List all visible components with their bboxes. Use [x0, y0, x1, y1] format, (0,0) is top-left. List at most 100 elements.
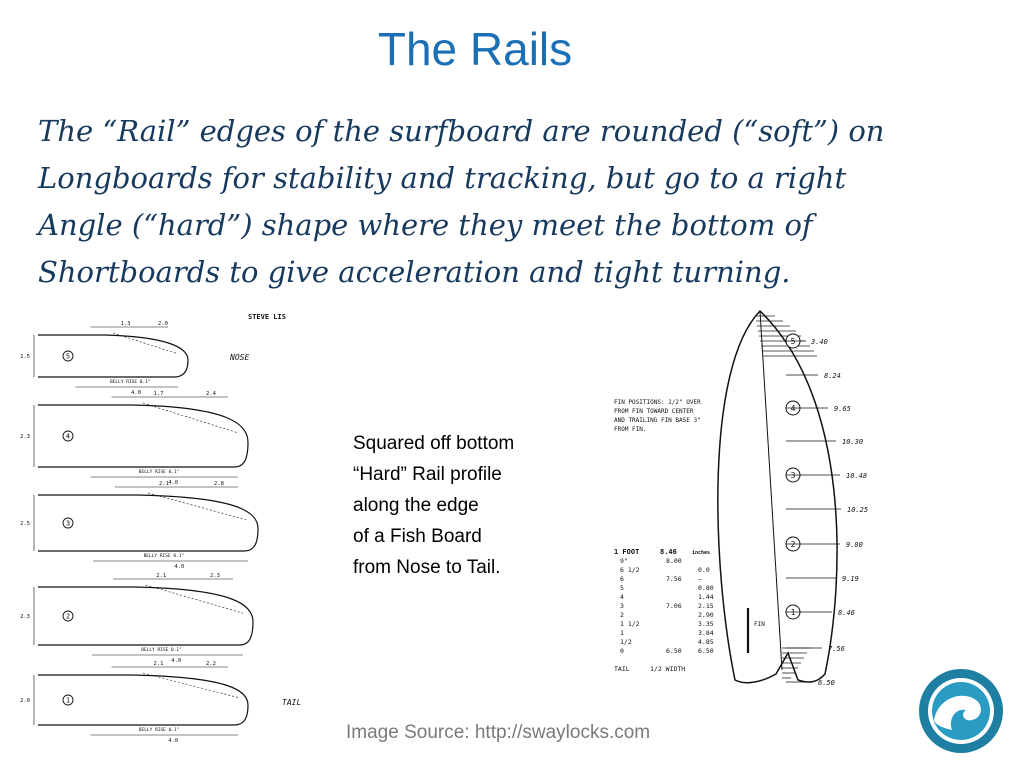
height-dim: 2.3	[20, 434, 30, 440]
rail-guide-line	[142, 402, 239, 434]
wave-logo	[919, 669, 1003, 753]
offset-table-cell: 4.85	[698, 638, 714, 646]
offset-table-footer: TAIL	[614, 665, 630, 673]
top-dim: 2.1	[159, 481, 169, 487]
belly-rise-label: BELLY RISE 0.1"	[139, 469, 180, 475]
drawing-header: STEVE LIS	[248, 313, 286, 321]
offset-table-cell: 6 1/2	[620, 566, 640, 574]
offset-table-cell: 9"	[620, 557, 628, 565]
station-number: 2	[66, 613, 70, 621]
width-value: 6.50	[818, 679, 835, 687]
rail-shape	[38, 586, 254, 646]
fin-note-line: FROM FIN TOWARD CENTER	[614, 408, 694, 415]
offset-table-cell: 8.00	[666, 557, 682, 565]
width-value: 7.56	[828, 645, 845, 653]
offset-table-header: 1 FOOT	[614, 548, 639, 556]
top-dim: 2.3	[210, 573, 220, 579]
tail-label: TAIL	[282, 698, 301, 707]
height-dim: 2.5	[20, 521, 30, 527]
body-line: Angle (“hard”) shape where they meet the…	[38, 208, 813, 242]
width-value: 10.48	[846, 472, 867, 480]
rail-guide-line	[142, 672, 239, 698]
station-number: 4	[66, 433, 70, 441]
top-dim: 2.2	[206, 661, 216, 667]
width-value: 3.40	[810, 338, 828, 346]
belly-rise-label: BELLY RISE 0.1"	[139, 727, 180, 733]
slide-title: The Rails	[377, 23, 573, 75]
station-circle	[62, 350, 74, 362]
station-number: 4	[791, 404, 796, 413]
width-value: 10.25	[847, 506, 868, 514]
top-dim: 1.7	[154, 391, 164, 397]
top-dim: 2.4	[206, 391, 217, 397]
offset-table-cell: 2.90	[698, 611, 714, 619]
width-value: 9.65	[834, 405, 851, 413]
nose-label: NOSE	[229, 353, 249, 362]
station-circle	[62, 430, 74, 442]
rail-guide-line	[112, 332, 179, 355]
top-dim: 1.3	[121, 321, 131, 327]
width-dim: 4.0	[168, 480, 178, 486]
height-dim: 2.3	[20, 614, 30, 620]
rail-shape	[38, 494, 259, 552]
station-number: 1	[791, 608, 796, 617]
top-dim: 2.0	[158, 321, 168, 327]
rail-guide-line	[145, 584, 244, 614]
width-value: 8.24	[824, 372, 841, 380]
rail-shape	[38, 404, 249, 468]
offset-table-cell: –	[698, 575, 702, 583]
body-line: Shortboards to give acceleration and tig…	[38, 255, 791, 289]
offset-table-cell: 4	[620, 593, 624, 601]
offset-table-cell: 7.06	[666, 602, 682, 610]
offset-table-cell: 1.44	[698, 593, 714, 601]
offset-table-cell: 2	[620, 611, 624, 619]
station-number: 3	[66, 520, 70, 528]
rail-shape	[38, 334, 189, 378]
board-outline	[717, 309, 838, 684]
station-number: 5	[791, 337, 796, 346]
offset-table-cell: 5	[620, 584, 624, 592]
belly-rise-label: BELLY RISE 0.1"	[144, 553, 185, 559]
top-dim: 2.8	[214, 481, 224, 487]
width-value: 8.46	[838, 609, 855, 617]
offset-table-cell: 2.15	[698, 602, 714, 610]
offset-table-cell: 0.80	[698, 584, 714, 592]
fin-note-line: FROM FIN.	[614, 426, 647, 433]
caption-line: along the edge	[353, 495, 479, 516]
offset-table-cell: 6	[620, 575, 624, 583]
height-dim: 1.5	[20, 354, 30, 360]
offset-table-cell: 3	[620, 602, 624, 610]
stringer-line	[759, 310, 783, 671]
width-dim: 4.0	[168, 738, 178, 744]
offset-table-cell: 6.50	[666, 647, 682, 655]
offset-table-cell: 1 1/2	[620, 620, 640, 628]
station-circle	[62, 610, 74, 622]
station-number: 5	[66, 353, 70, 361]
body-line: Longboards for stability and tracking, b…	[38, 161, 847, 195]
top-dim: 2.1	[154, 661, 164, 667]
offset-table-header: 8.46	[660, 548, 677, 556]
width-dim: 4.0	[171, 658, 181, 664]
offset-table-cell: 3.84	[698, 629, 714, 637]
offset-table-cell: 1	[620, 629, 624, 637]
rail-guide-line	[147, 492, 249, 521]
width-value: 9.19	[842, 575, 859, 583]
figure-caption: Squared off bottom “Hard” Rail profile a…	[353, 428, 583, 583]
belly-rise-label: BELLY RISE 0.1"	[110, 379, 151, 385]
width-dim: 4.0	[131, 390, 141, 396]
image-source: Image Source: http://swaylocks.com	[346, 722, 651, 743]
offset-table-cell: 7.56	[666, 575, 682, 583]
offset-table-cell: 3.35	[698, 620, 714, 628]
station-number: 1	[66, 697, 70, 705]
nose-hatching	[755, 315, 817, 357]
body-line: The “Rail” edges of the surfboard are ro…	[38, 114, 885, 148]
caption-line: of a Fish Board	[353, 526, 482, 547]
station-circle	[62, 694, 74, 706]
station-number: 2	[791, 540, 796, 549]
